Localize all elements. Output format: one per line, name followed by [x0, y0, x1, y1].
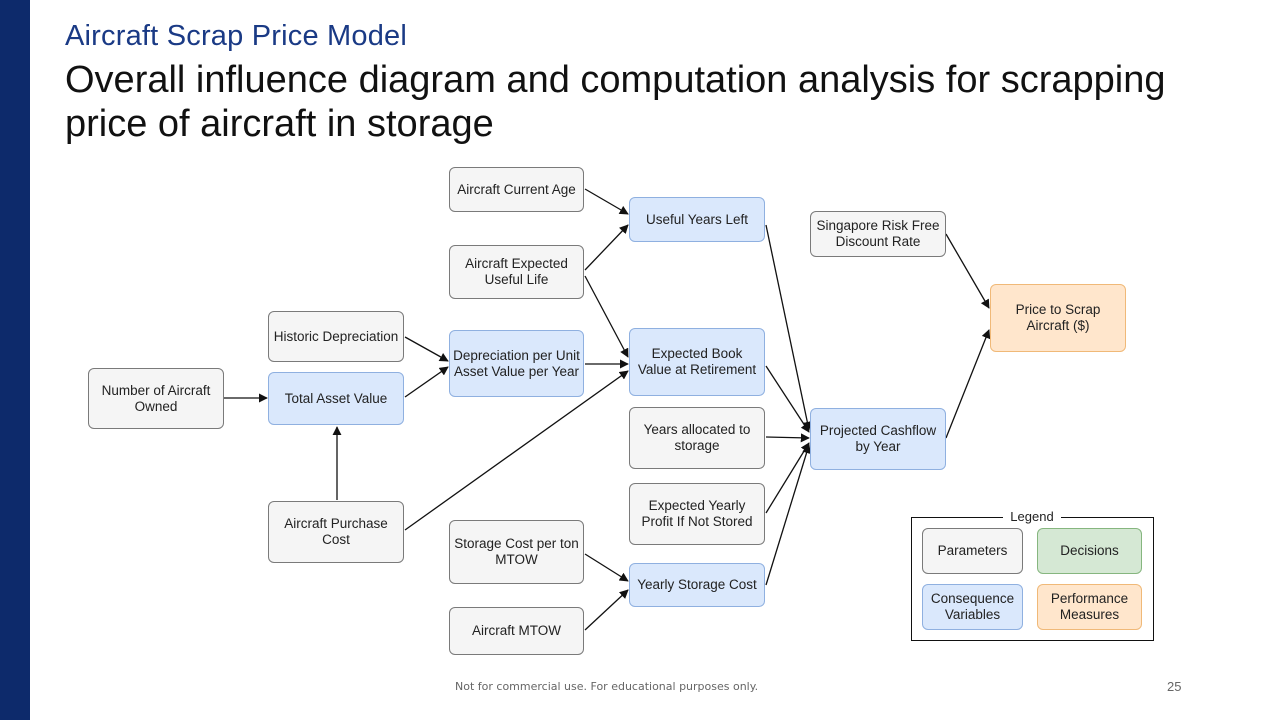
arrow-rate-to-price [945, 233, 990, 309]
arrow-yearly-storage-to-cashflow [765, 444, 811, 586]
arrow-age-to-useful-years [584, 188, 629, 215]
node-aircraft-mtow: Aircraft MTOW [449, 607, 584, 655]
node-depreciation-per-unit: Depreciation per Unit Asset Value per Ye… [449, 330, 584, 397]
node-total-asset-value: Total Asset Value [268, 372, 404, 425]
node-storage-cost-per-ton: Storage Cost per ton MTOW [449, 520, 584, 584]
node-yearly-storage-cost: Yearly Storage Cost [629, 563, 765, 607]
legend-title: Legend [1003, 509, 1061, 524]
legend-performance-measures: Performance Measures [1037, 584, 1142, 630]
node-aircraft-purchase-cost: Aircraft Purchase Cost [268, 501, 404, 563]
arrow-profit-to-cashflow [765, 442, 810, 514]
node-singapore-risk-free-rate: Singapore Risk Free Discount Rate [810, 211, 946, 257]
slide-subtitle: Aircraft Scrap Price Model [65, 20, 408, 52]
arrow-life-to-useful-years [584, 224, 629, 271]
node-number-of-aircraft-owned: Number of Aircraft Owned [88, 368, 224, 429]
node-expected-book-value: Expected Book Value at Retirement [629, 328, 765, 396]
arrow-mtow-to-yearly [584, 589, 629, 631]
arrow-purchase-to-book-value [404, 370, 629, 531]
node-historic-depreciation: Historic Depreciation [268, 311, 404, 362]
page-number: 25 [1167, 679, 1182, 694]
arrow-storage-cost-to-yearly [584, 553, 629, 582]
node-useful-years-left: Useful Years Left [629, 197, 765, 242]
arrow-cashflow-to-price [945, 329, 991, 439]
node-price-to-scrap: Price to Scrap Aircraft ($) [990, 284, 1126, 352]
node-expected-yearly-profit: Expected Yearly Profit If Not Stored [629, 483, 765, 545]
arrow-life-to-book-value [584, 275, 629, 358]
node-years-allocated-to-storage: Years allocated to storage [629, 407, 765, 469]
arrow-book-value-to-cashflow [765, 365, 810, 433]
legend-parameters: Parameters [922, 528, 1023, 574]
arrow-storage-years-to-cashflow [765, 433, 810, 443]
slide-title: Overall influence diagram and computatio… [65, 59, 1166, 145]
footer-disclaimer: Not for commercial use. For educational … [455, 680, 759, 693]
node-aircraft-current-age: Aircraft Current Age [449, 167, 584, 212]
node-projected-cashflow: Projected Cashflow by Year [810, 408, 946, 470]
node-aircraft-expected-useful-life: Aircraft Expected Useful Life [449, 245, 584, 299]
arrow-total-to-depreciation [404, 366, 449, 398]
legend-consequence-variables: Consequence Variables [922, 584, 1023, 630]
side-accent-bar [0, 0, 30, 720]
legend-decisions: Decisions [1037, 528, 1142, 574]
arrow-useful-years-to-cashflow [765, 224, 812, 431]
arrow-historic-to-depreciation [404, 336, 449, 362]
